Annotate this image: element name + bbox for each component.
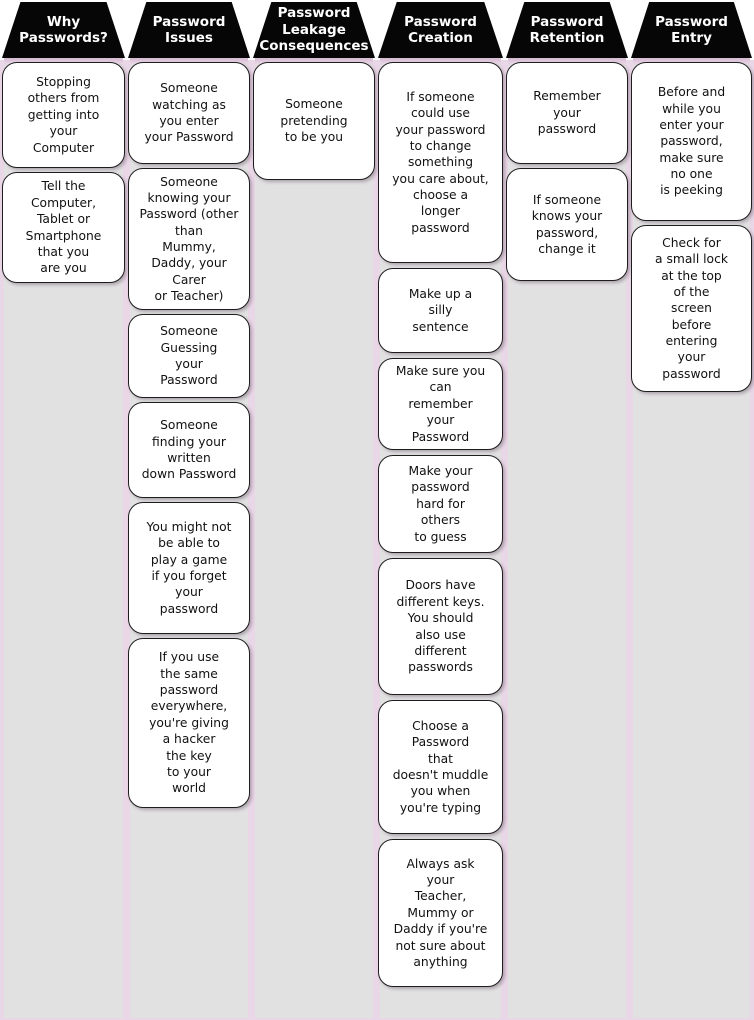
column-header-trapezoid: Password Creation — [378, 2, 503, 58]
column-header-trapezoid: Password Retention — [506, 2, 628, 58]
topic-card: Make your password hard for others to gu… — [378, 455, 503, 553]
card-text: If someone knows your password, change i… — [531, 192, 603, 256]
topic-card: If someone could use your password to ch… — [378, 62, 503, 263]
card-text: Make sure you can remember your Password — [395, 364, 486, 444]
card-text: Before and while you enter your password… — [657, 85, 726, 198]
topic-card: Before and while you enter your password… — [631, 62, 752, 221]
card-stack: Someone pretending to be you — [253, 58, 375, 180]
column-password-creation: Password Creation If someone could use y… — [378, 2, 503, 1018]
card-stack: Stopping others from getting into your C… — [2, 58, 125, 283]
topic-card: Choose a Password that doesn't muddle yo… — [378, 700, 503, 834]
card-text: Someone watching as you enter your Passw… — [144, 81, 234, 145]
topic-card: Someone finding your written down Passwo… — [128, 402, 250, 498]
topic-card: Doors have different keys. You should al… — [378, 558, 503, 695]
column-title: Why Passwords? — [19, 13, 108, 46]
card-text: Someone finding your written down Passwo… — [141, 418, 237, 482]
column-title: Password Entry — [655, 13, 728, 46]
card-stack: If someone could use your password to ch… — [378, 58, 503, 987]
column-title: Password Retention — [529, 13, 605, 46]
card-text: Doors have different keys. You should al… — [396, 578, 485, 675]
card-text: Someone knowing your Password (other tha… — [139, 174, 239, 304]
topic-card: Make sure you can remember your Password — [378, 358, 503, 450]
card-stack: Before and while you enter your password… — [631, 58, 752, 392]
topic-card: Always ask your Teacher, Mummy or Daddy … — [378, 839, 503, 987]
card-text: Make your password hard for others to gu… — [408, 464, 473, 544]
topic-card: Someone watching as you enter your Passw… — [128, 62, 250, 164]
column-header-trapezoid: Why Passwords? — [2, 2, 125, 58]
column-title: Password Issues — [152, 13, 226, 46]
column-password-issues: Password Issues Someone watching as you … — [128, 2, 250, 1018]
topic-card: Someone Guessing your Password — [128, 314, 250, 398]
column-password-leakage-consequences: Password Leakage Consequences Someone pr… — [253, 2, 375, 1018]
topic-card: Someone pretending to be you — [253, 62, 375, 180]
column-password-entry: Password Entry Before and while you ente… — [631, 2, 752, 1018]
topic-card: If someone knows your password, change i… — [506, 168, 628, 281]
card-text: If someone could use your password to ch… — [392, 89, 489, 235]
card-stack: Someone watching as you enter your Passw… — [128, 58, 250, 808]
column-header-trapezoid: Password Issues — [128, 2, 250, 58]
card-text: If you use the same password everywhere,… — [149, 650, 229, 796]
header-row-background — [0, 0, 754, 60]
card-text: Stopping others from getting into your C… — [27, 75, 100, 155]
topic-card: Stopping others from getting into your C… — [2, 62, 125, 168]
topic-card: Remember your password — [506, 62, 628, 164]
card-text: Someone Guessing your Password — [160, 324, 218, 388]
topic-card: If you use the same password everywhere,… — [128, 638, 250, 808]
card-text: Remember your password — [533, 89, 601, 137]
column-password-retention: Password Retention Remember your passwor… — [506, 2, 628, 1018]
topic-card: Check for a small lock at the top of the… — [631, 225, 752, 392]
card-text: Someone pretending to be you — [280, 97, 348, 145]
card-text: Tell the Computer, Tablet or Smartphone … — [25, 179, 102, 276]
topic-card: You might not be able to play a game if … — [128, 502, 250, 634]
column-why-passwords: Why Passwords? Stopping others from gett… — [2, 2, 125, 1018]
topic-card: Tell the Computer, Tablet or Smartphone … — [2, 172, 125, 283]
column-band — [255, 58, 373, 1018]
card-text: Always ask your Teacher, Mummy or Daddy … — [393, 856, 488, 969]
card-text: Make up a silly sentence — [408, 286, 473, 334]
card-stack: Remember your password If someone knows … — [506, 58, 628, 281]
card-text: Choose a Password that doesn't muddle yo… — [392, 718, 489, 815]
topic-card: Someone knowing your Password (other tha… — [128, 168, 250, 310]
topic-card: Make up a silly sentence — [378, 268, 503, 353]
column-title: Password Creation — [404, 13, 477, 46]
column-title: Password Leakage Consequences — [259, 5, 369, 55]
card-text: Check for a small lock at the top of the… — [655, 235, 728, 381]
column-header-trapezoid: Password Entry — [631, 2, 752, 58]
card-text: You might not be able to play a game if … — [146, 519, 232, 616]
column-header-trapezoid: Password Leakage Consequences — [253, 2, 375, 58]
